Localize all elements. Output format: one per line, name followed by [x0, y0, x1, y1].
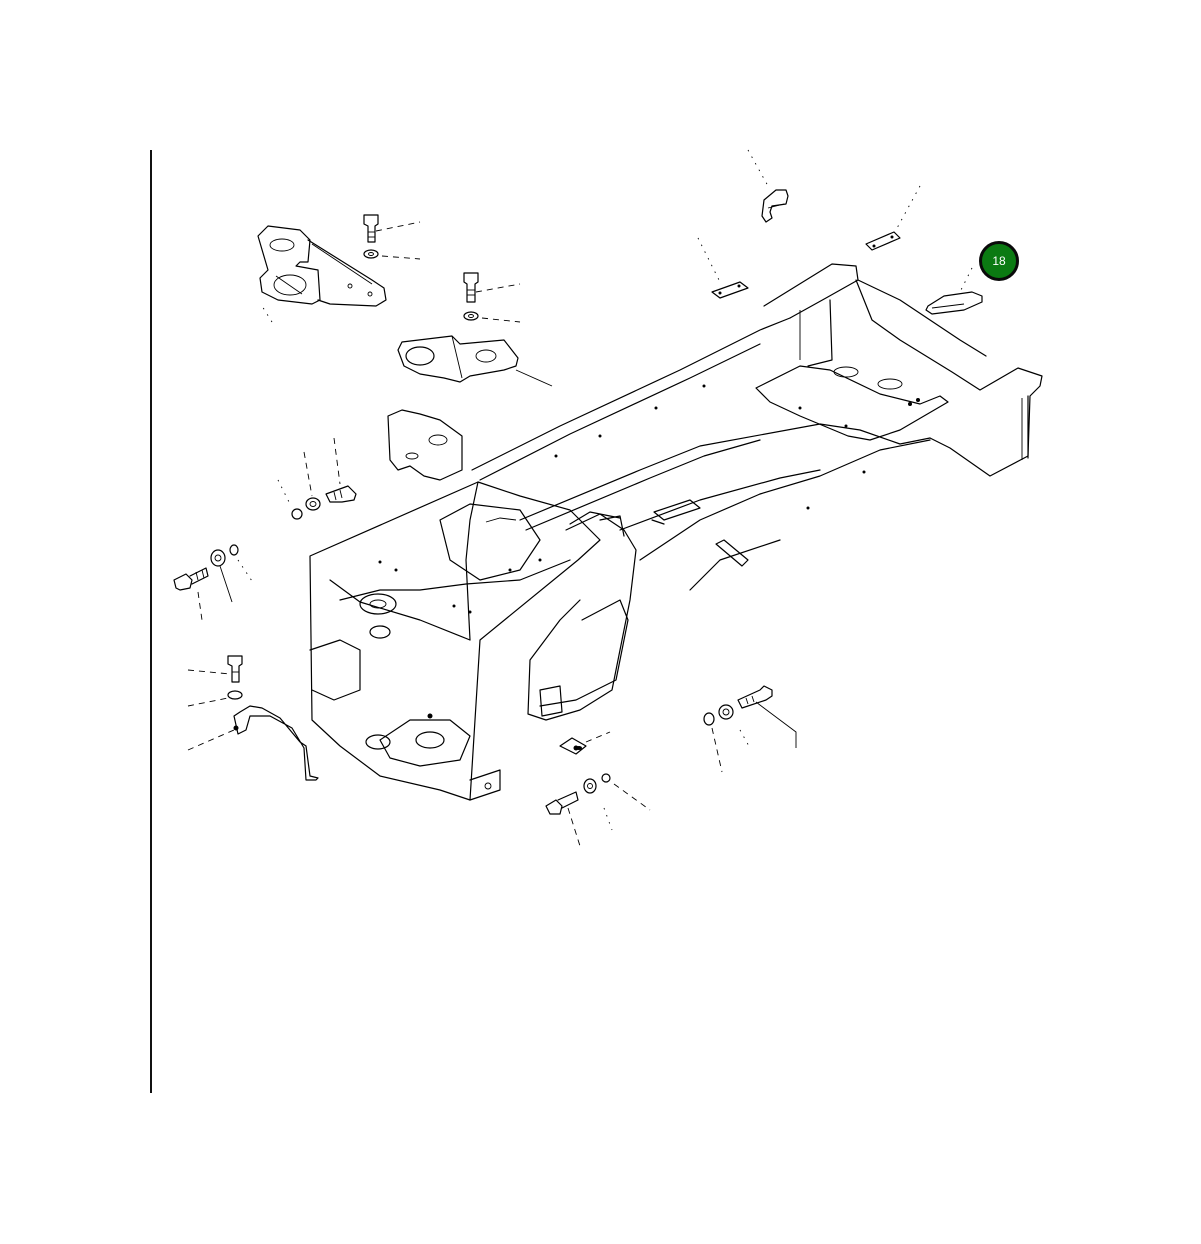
- bolt-lower-left[interactable]: [173, 544, 239, 591]
- callout-18[interactable]: 18: [979, 241, 1019, 281]
- tab-plate[interactable]: [559, 737, 587, 755]
- shim-plate-left[interactable]: [711, 281, 749, 299]
- hook-bracket[interactable]: [761, 189, 789, 223]
- bolt-pair-left[interactable]: [291, 485, 357, 520]
- bolt-clamp[interactable]: [227, 655, 243, 700]
- callout-label: 18: [992, 254, 1006, 268]
- wear-pad-plate[interactable]: [925, 291, 983, 315]
- left-upper-bracket[interactable]: [257, 225, 387, 307]
- clamp-bracket[interactable]: [233, 705, 319, 781]
- left-margin-rule: [150, 150, 152, 1093]
- main-frame[interactable]: [309, 263, 1043, 801]
- center-bracket[interactable]: [397, 335, 553, 387]
- pivot-pin: [715, 539, 749, 567]
- bolt-upper-left[interactable]: [363, 214, 379, 259]
- bolt-center[interactable]: [463, 272, 479, 321]
- bolt-lower-right[interactable]: [703, 685, 773, 726]
- bolt-lower-center[interactable]: [545, 773, 611, 815]
- shim-plate-right[interactable]: [865, 231, 901, 251]
